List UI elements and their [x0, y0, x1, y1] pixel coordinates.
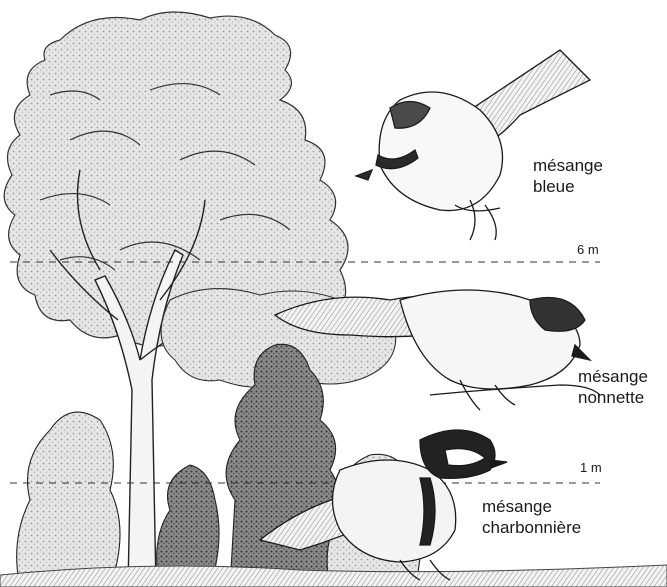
label-marsh-tit-line1: mésange — [578, 366, 648, 387]
label-blue-tit-line1: mésange — [533, 155, 603, 176]
label-marsh-tit: mésange nonnette — [578, 366, 648, 408]
label-marsh-tit-line2: nonnette — [578, 387, 648, 408]
level-label-1m: 1 m — [580, 460, 602, 475]
label-blue-tit: mésange bleue — [533, 155, 603, 197]
label-great-tit-line1: mésange — [482, 496, 581, 517]
blue-tit-illustration — [356, 50, 590, 240]
label-great-tit: mésange charbonnière — [482, 496, 581, 538]
label-blue-tit-line2: bleue — [533, 176, 603, 197]
level-label-6m: 6 m — [577, 242, 599, 257]
label-great-tit-line2: charbonnière — [482, 517, 581, 538]
